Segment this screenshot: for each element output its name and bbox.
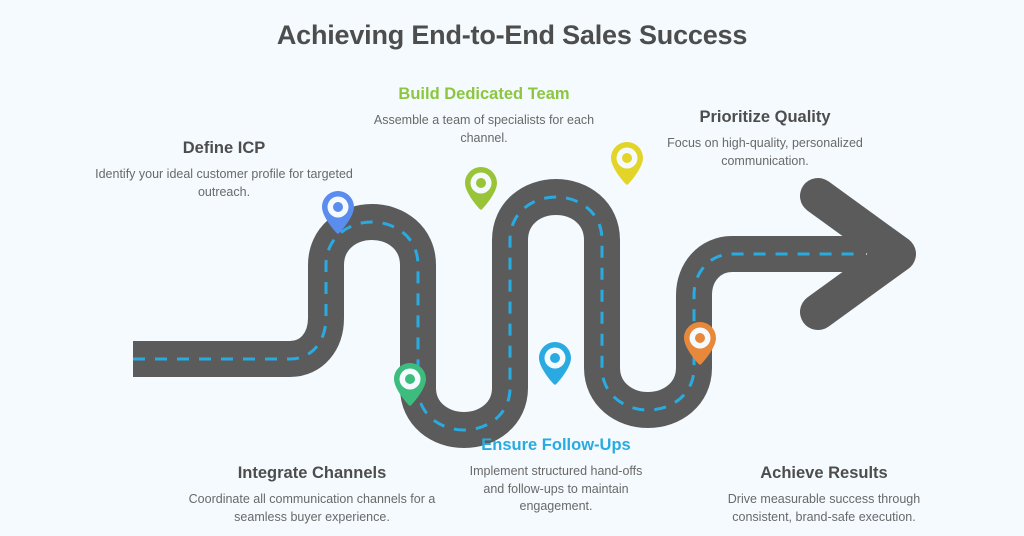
step-description: Identify your ideal customer profile for…	[95, 166, 353, 199]
step-define-icp: Define ICP Identify your ideal customer …	[84, 139, 364, 201]
step-description: Drive measurable success through consist…	[727, 491, 921, 524]
road-surface	[133, 178, 866, 449]
map-pin-icon-achieve-results[interactable]	[683, 321, 717, 365]
step-title: Define ICP	[182, 139, 266, 157]
step-title: Achieve Results	[760, 464, 888, 482]
step-title: Prioritize Quality	[699, 108, 831, 126]
step-title: Build Dedicated Team	[398, 85, 570, 103]
step-description: Focus on high-quality, personalized comm…	[667, 135, 863, 168]
step-prioritize-quality: Prioritize Quality Focus on high-quality…	[642, 108, 888, 170]
step-ensure-follow-ups: Ensure Follow-Ups Implement structured h…	[458, 436, 654, 516]
step-integrate-channels: Integrate Channels Coordinate all commun…	[176, 464, 448, 526]
map-pin-icon-integrate-channels[interactable]	[393, 362, 427, 406]
map-pin-icon-ensure-follow-ups[interactable]	[538, 341, 572, 385]
step-achieve-results: Achieve Results Drive measurable success…	[698, 464, 950, 526]
step-description: Coordinate all communication channels fo…	[188, 491, 436, 524]
step-description: Assemble a team of specialists for each …	[373, 112, 595, 145]
step-title: Integrate Channels	[237, 464, 387, 482]
step-description: Implement structured hand-offs and follo…	[469, 463, 643, 514]
map-pin-icon-prioritize-quality[interactable]	[610, 141, 644, 185]
map-pin-icon-build-dedicated-team[interactable]	[464, 166, 498, 210]
map-pin-icon-define-icp[interactable]	[321, 190, 355, 234]
arrow-right-icon	[800, 178, 916, 330]
road-center-dashes	[133, 195, 856, 432]
step-build-dedicated-team: Build Dedicated Team Assemble a team of …	[368, 85, 600, 147]
page-title: Achieving End-to-End Sales Success	[276, 20, 748, 50]
step-title: Ensure Follow-Ups	[481, 436, 631, 454]
